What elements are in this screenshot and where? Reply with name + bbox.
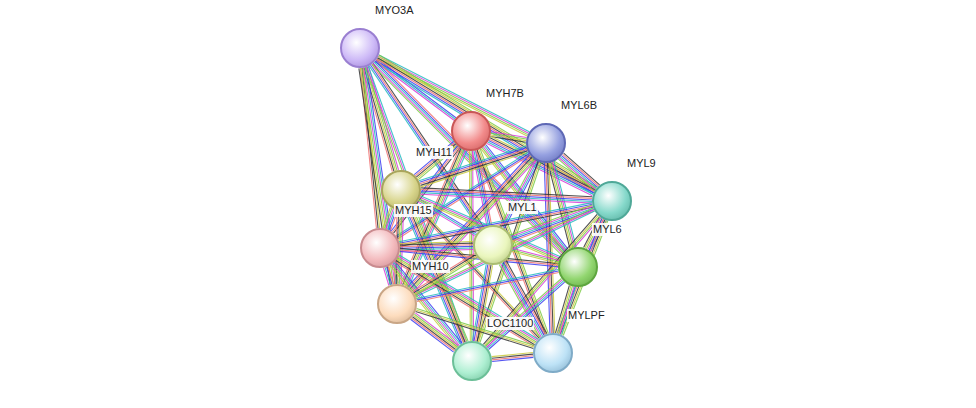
evidence-line [554,162,576,247]
evidence-line [414,141,453,174]
evidence-line [411,319,454,352]
evidence-line [512,252,558,264]
node-label: MYO3A [374,4,415,17]
protein-node: MYLPF [533,333,573,373]
node-label: MYL9 [626,157,657,170]
evidence-line [411,318,454,351]
node-label: MYL6 [592,223,623,236]
protein-node: MYL6B [526,123,566,163]
node-label: MYH15 [394,204,433,217]
evidence-line [416,269,558,298]
node-label: MYLPF [567,309,606,322]
node-label: MYL1 [507,201,538,214]
evidence-line [386,209,393,229]
interaction-edge [416,269,558,301]
evidence-line [559,158,595,190]
interaction-edge [548,162,576,249]
evidence-line [513,248,559,260]
evidence-line [492,357,533,361]
evidence-line [365,67,464,342]
node-label: MYL6B [560,99,598,112]
evidence-line [384,268,389,286]
interaction-edge [400,242,473,252]
node-label: MYH7B [485,87,525,100]
protein-node: MYH15 [360,228,400,268]
interaction-edge [544,163,554,333]
protein-node: MYH7B [451,111,491,151]
evidence-line [558,159,594,191]
interaction-edge [512,248,559,263]
evidence-line [562,156,598,188]
evidence-line [383,207,390,227]
evidence-line [544,163,550,333]
evidence-line [417,271,559,300]
interaction-edge [384,266,394,285]
evidence-line [563,154,599,186]
protein-node: MYL6 [558,247,598,287]
evidence-line [560,157,596,189]
interaction-edge [557,218,607,335]
protein-node: MYO3A [340,28,380,68]
protein-node: MYH10 [377,284,417,324]
evidence-line [553,162,575,247]
node-label: MYH11 [415,146,453,159]
protein-node: MYL9 [592,181,632,221]
interaction-edge [558,153,599,191]
evidence-line [417,273,559,302]
evidence-line [367,67,466,342]
node-label: LOC1100 [486,317,534,330]
interaction-edge [411,313,459,352]
evidence-line [512,250,558,262]
node-label: MYH10 [411,260,450,273]
evidence-line [385,208,392,228]
evidence-line [551,162,573,247]
evidence-line [549,163,571,248]
protein-node: MYL1 [473,225,513,265]
interaction-edge [492,353,534,362]
protein-node: LOC1100 [452,341,492,381]
evidence-line [417,308,535,345]
